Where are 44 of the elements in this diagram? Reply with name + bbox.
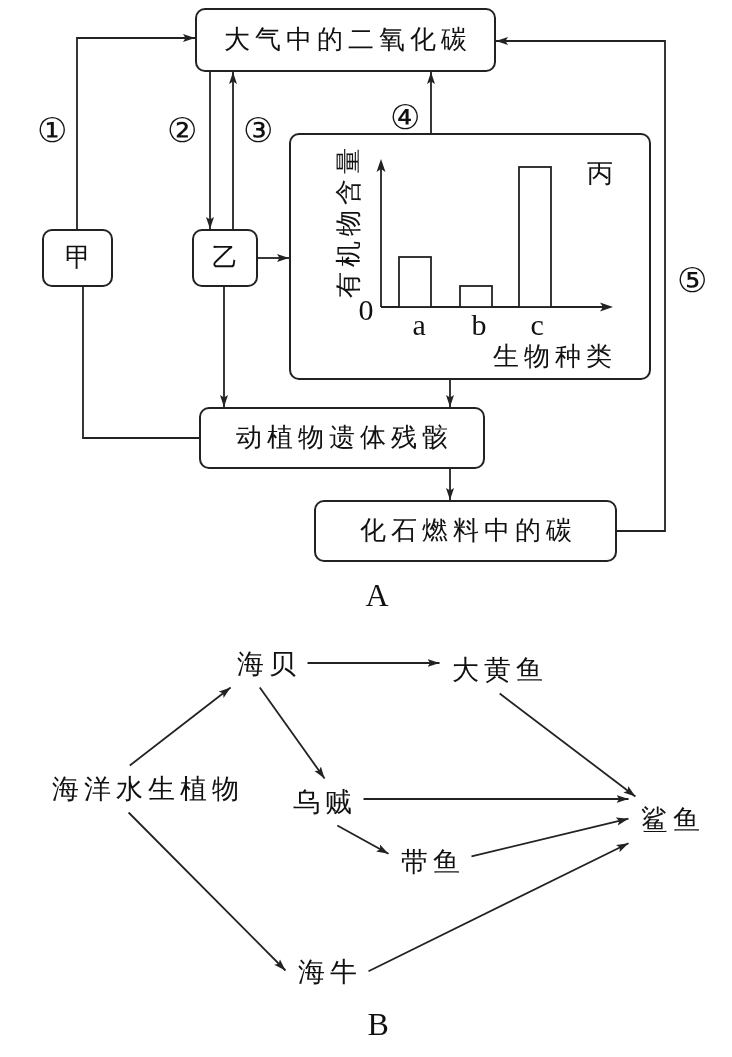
arrow	[128, 686, 232, 767]
edge-label: ④	[390, 97, 420, 137]
compartment-box: 大气中的二氧化碳	[195, 8, 496, 72]
connector-line	[82, 286, 200, 439]
arrow	[495, 37, 666, 532]
species-label: 大黄鱼	[446, 653, 548, 687]
arrow	[127, 811, 287, 972]
edge-label: ②	[167, 110, 197, 150]
category-label: c	[530, 307, 544, 342]
species-label: 海洋水生植物	[46, 772, 244, 806]
arrow	[229, 71, 237, 230]
axis-title: 生物种类	[491, 342, 617, 372]
arrow	[446, 468, 454, 501]
edge-label: ③	[243, 110, 273, 150]
arrow	[220, 286, 228, 408]
category-label: b	[471, 307, 487, 342]
category-label: a	[412, 307, 426, 342]
edge-label: ①	[37, 110, 67, 150]
arrow	[257, 254, 290, 262]
arrow	[427, 71, 435, 134]
arrow	[206, 71, 214, 230]
panel-label: 丙	[587, 159, 613, 189]
subfigure-label: B	[367, 1005, 389, 1043]
compartment-box: 化石燃料中的碳	[314, 500, 617, 562]
arrow	[498, 692, 637, 798]
arrow	[336, 824, 390, 855]
compartment-box: 乙	[192, 229, 258, 287]
arrow	[76, 34, 196, 230]
compartment-box: 动植物遗体残骸	[199, 407, 485, 469]
edge-label: ⑤	[677, 260, 707, 300]
arrow	[446, 379, 454, 408]
species-label: 海牛	[292, 955, 362, 989]
arrow	[367, 842, 630, 973]
arrow	[470, 817, 630, 858]
species-label: 鲨鱼	[635, 803, 705, 837]
compartment-box: 甲	[42, 229, 113, 287]
species-label: 乌贼	[287, 785, 357, 819]
chart-panel	[289, 133, 651, 380]
arrow	[258, 686, 326, 780]
subfigure-label: A	[365, 576, 389, 614]
species-label: 带鱼	[395, 845, 465, 879]
arrow	[362, 795, 630, 803]
arrow	[306, 659, 441, 667]
species-label: 海贝	[231, 647, 301, 681]
